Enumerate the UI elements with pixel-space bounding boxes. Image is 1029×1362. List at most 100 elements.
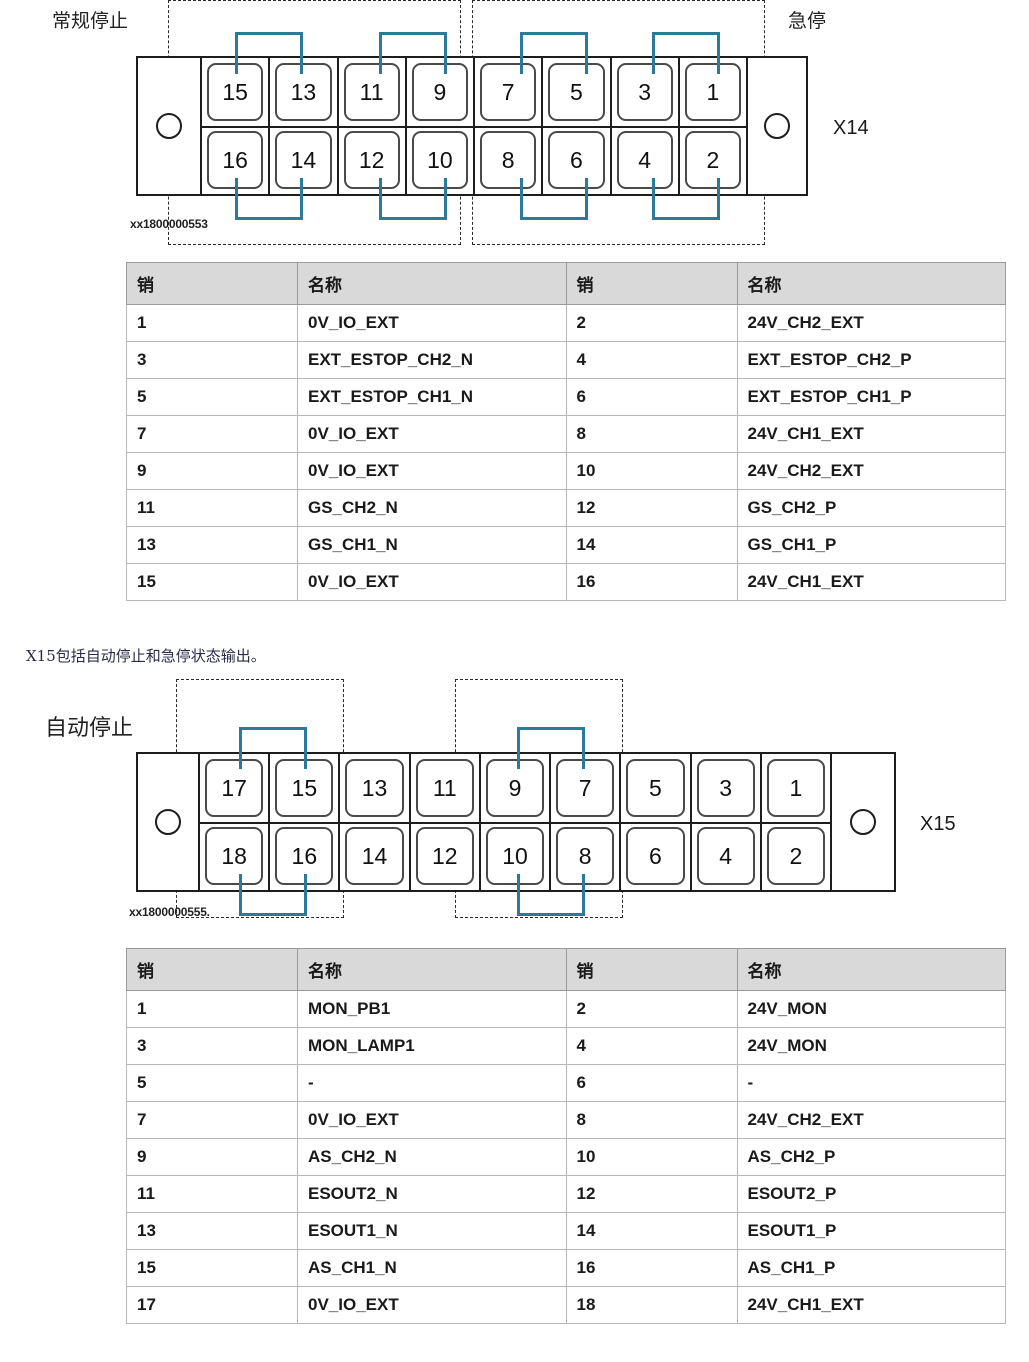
jumper-wire [235, 32, 303, 74]
label-auto-stop: 自动停止 [45, 716, 134, 741]
pin-column[interactable]: 5 6 [619, 754, 690, 890]
cell-name: AS_CH1_N [297, 1249, 567, 1287]
cell-name: 24V_CH1_EXT [736, 1286, 1006, 1324]
column-header-pin: 销 [565, 948, 738, 991]
connector-x14-right-ear [748, 58, 806, 194]
pin-cell[interactable]: 9 [481, 754, 549, 822]
pin-cell[interactable]: 5 [621, 754, 689, 822]
pin-cell[interactable]: 6 [621, 822, 689, 890]
cell-name: 24V_CH1_EXT [736, 563, 1006, 601]
pin-column[interactable]: 3 4 [609, 58, 678, 194]
row-divider [611, 126, 678, 128]
cell-pin: 1 [126, 304, 298, 342]
pin-cell[interactable]: 10 [407, 126, 473, 194]
pin-cell[interactable]: 7 [551, 754, 619, 822]
cell-pin: 15 [126, 563, 298, 601]
pin-cell[interactable]: 18 [200, 822, 268, 890]
pin-cell[interactable]: 12 [411, 822, 479, 890]
pin-column[interactable]: 11 12 [408, 754, 479, 890]
pin-cell[interactable]: 5 [543, 58, 609, 126]
pin-number: 1 [706, 78, 720, 105]
cell-name: 0V_IO_EXT [297, 563, 567, 601]
pin-cell[interactable]: 12 [339, 126, 405, 194]
cell-pin: 6 [565, 1064, 738, 1102]
cell-pin: 10 [565, 1138, 738, 1176]
jumper-wire [517, 727, 585, 769]
cell-pin: 15 [126, 1249, 298, 1287]
pin-number: 13 [290, 78, 317, 105]
cell-pin: 18 [565, 1286, 738, 1324]
table-row: 1 0V_IO_EXT 2 24V_CH2_EXT [126, 304, 1006, 342]
pin-cell[interactable]: 2 [762, 822, 830, 890]
pin-cell[interactable]: 8 [475, 126, 541, 194]
pin-column[interactable]: 1 2 [677, 58, 748, 194]
table-row: 17 0V_IO_EXT 18 24V_CH1_EXT [126, 1286, 1006, 1324]
pin-column[interactable]: 9 10 [404, 58, 473, 194]
pin-cell[interactable]: 13 [340, 754, 408, 822]
pin-cell[interactable]: 1 [680, 58, 746, 126]
pin-number: 3 [638, 78, 652, 105]
jumper-wire [239, 727, 307, 769]
table-header-row: 销 名称 销 名称 [126, 262, 1006, 305]
pin-column[interactable]: 13 14 [338, 754, 409, 890]
pin-column[interactable]: 13 14 [268, 58, 337, 194]
pin-cell[interactable]: 17 [200, 754, 268, 822]
table-row: 15 0V_IO_EXT 16 24V_CH1_EXT [126, 563, 1006, 601]
pin-cell[interactable]: 10 [481, 822, 549, 890]
pin-number: 15 [291, 774, 318, 801]
pin-number: 10 [427, 146, 453, 173]
pin-column[interactable]: 7 8 [549, 754, 620, 890]
pin-cell[interactable]: 3 [612, 58, 678, 126]
pin-column[interactable]: 7 8 [473, 58, 542, 194]
cell-pin: 9 [126, 452, 298, 490]
cell-pin: 3 [126, 341, 298, 379]
pin-cell[interactable]: 2 [680, 126, 746, 194]
cell-name: MON_PB1 [297, 990, 567, 1028]
pin-cell[interactable]: 11 [411, 754, 479, 822]
connector-x14-pin-area: 15 16 13 14 11 12 9 10 7 8 5 6 [200, 58, 748, 194]
part-number-x14: xx1800000553 [130, 217, 208, 231]
pin-cell[interactable]: 9 [407, 58, 473, 126]
pin-column[interactable]: 1 2 [759, 754, 832, 890]
pin-cell[interactable]: 13 [270, 58, 336, 126]
pin-column[interactable]: 5 6 [541, 58, 610, 194]
pin-cell[interactable]: 4 [692, 822, 760, 890]
pin-column[interactable]: 3 4 [689, 754, 760, 890]
cell-name: EXT_ESTOP_CH2_P [736, 341, 1006, 379]
pin-cell[interactable]: 1 [762, 754, 830, 822]
pin-cell[interactable]: 11 [339, 58, 405, 126]
pin-cell[interactable]: 6 [543, 126, 609, 194]
connector-x14-body: 15 16 13 14 11 12 9 10 7 8 5 6 [136, 56, 808, 196]
pin-column[interactable]: 9 10 [478, 754, 550, 890]
pin-number: 16 [222, 146, 248, 173]
cell-pin: 4 [565, 1027, 738, 1065]
pin-number: 8 [501, 146, 515, 173]
pin-number: 10 [502, 842, 528, 869]
pin-number: 11 [432, 774, 457, 801]
pin-column[interactable]: 11 12 [336, 58, 405, 194]
pin-cell[interactable]: 4 [612, 126, 678, 194]
pin-column[interactable]: 17 18 [198, 754, 269, 890]
column-header-name: 名称 [297, 948, 567, 991]
row-divider [270, 126, 337, 128]
table-header-row: 销 名称 销 名称 [126, 948, 1006, 991]
cell-pin: 8 [565, 1101, 738, 1139]
pin-column[interactable]: 15 16 [268, 754, 339, 890]
row-divider [480, 822, 550, 824]
pin-cell[interactable]: 14 [270, 126, 336, 194]
connector-x14-left-ear [138, 58, 200, 194]
cell-pin: 11 [126, 489, 298, 527]
cell-pin: 11 [126, 1175, 298, 1213]
pin-number: 6 [649, 842, 662, 869]
pin-number: 1 [789, 774, 803, 801]
pin-cell[interactable]: 8 [551, 822, 619, 890]
pin-column[interactable]: 15 16 [200, 58, 269, 194]
pin-cell[interactable]: 7 [475, 58, 541, 126]
pin-cell[interactable]: 3 [692, 754, 760, 822]
pin-cell[interactable]: 14 [340, 822, 408, 890]
connector-label-x14: X14 [833, 117, 869, 139]
row-divider [200, 822, 269, 824]
pin-number: 3 [719, 774, 733, 801]
pin-number: 12 [358, 146, 385, 173]
cell-pin: 12 [565, 489, 738, 527]
